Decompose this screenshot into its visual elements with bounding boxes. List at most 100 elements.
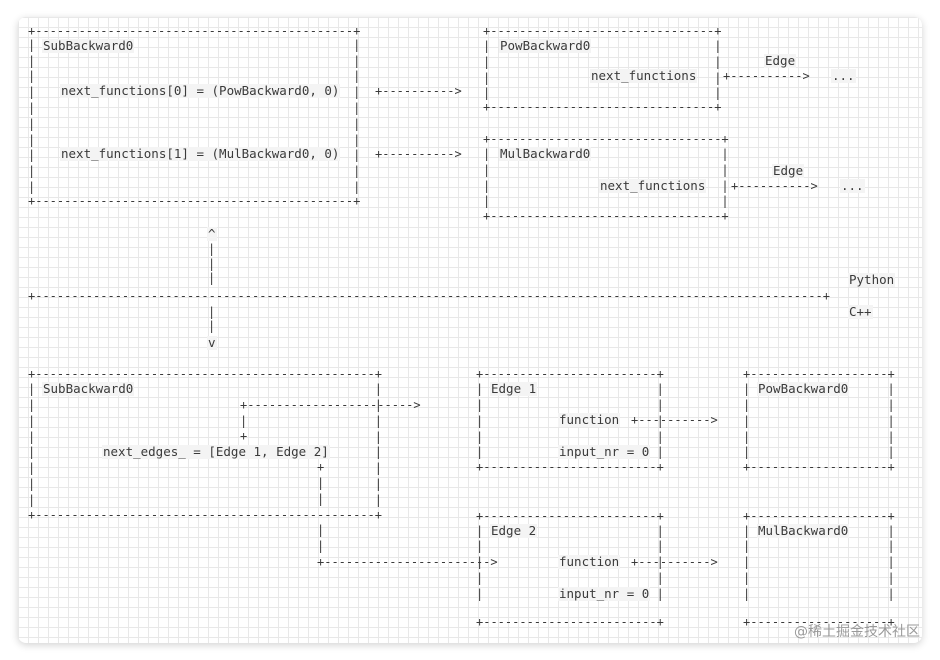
edge1-function-arrow: +----------> — [631, 413, 718, 427]
edge2-border-side: | | — [476, 539, 664, 553]
bottom-pow-border-bottom: +-------------------+ — [743, 460, 895, 474]
edge1-border-side: | | — [476, 445, 664, 459]
bottom-sub-border-side: | | — [28, 445, 383, 459]
edge2-connector: + — [317, 460, 325, 474]
top-mul-border-side: | | — [483, 179, 729, 193]
bottom-sub-border-top: +---------------------------------------… — [28, 367, 383, 381]
top-sub-border-top: +---------------------------------------… — [28, 24, 361, 38]
edge2-connector: | — [317, 476, 325, 490]
top-sub-next-function-0: next_functions[0] = (PowBackward0, 0) — [60, 83, 341, 98]
edge1-title: Edge 1 — [490, 381, 538, 396]
edge1-border-side: | | — [476, 430, 664, 444]
bottom-sub-border-side: | | — [28, 430, 383, 444]
edge1-border-side: | | — [476, 414, 664, 428]
top-pow-ellipsis: ... — [831, 68, 856, 83]
bottom-mul-title: MulBackward0 — [757, 523, 850, 538]
top-pow-border-side: | | — [483, 86, 722, 100]
top-pow-border-side: | | — [483, 55, 722, 69]
bottom-mul-border-side: | | — [743, 571, 895, 585]
edge2-border-side: | | — [476, 555, 664, 569]
edge2-connector: | — [317, 523, 325, 537]
bottom-sub-title: SubBackward0 — [42, 381, 135, 396]
edge2-title: Edge 2 — [490, 523, 538, 538]
top-sub-border-side: | | — [28, 148, 361, 162]
bottom-pow-title: PowBackward0 — [757, 381, 850, 396]
top-pow-border-side: | | — [483, 39, 722, 53]
edge1-connector: + — [240, 429, 248, 443]
bottom-sub-border-side: | | — [28, 414, 383, 428]
top-sub-border-bottom: +---------------------------------------… — [28, 194, 361, 208]
top-mul-edge-arrow: +----------> — [731, 179, 818, 193]
up-arrow: ^ — [207, 226, 217, 241]
top-sub-border-side: | | — [28, 54, 361, 68]
down-connector: | — [208, 319, 216, 333]
edge2-border-side: | | — [476, 571, 664, 585]
arrow-to-pow: +----------> — [375, 84, 462, 98]
edge1-input-nr: input_nr = 0 — [558, 444, 651, 459]
bottom-sub-border-bottom: +---------------------------------------… — [28, 508, 383, 522]
top-mul-title: MulBackward0 — [499, 146, 592, 161]
edge2-border-side: | | — [476, 587, 664, 601]
bottom-pow-border-side: | | — [743, 382, 895, 396]
cpp-label: C++ — [848, 304, 873, 319]
down-arrow: v — [207, 335, 217, 350]
up-connector: | — [208, 257, 216, 271]
top-mul-border-top: +--------------------------------+ — [483, 132, 729, 146]
top-sub-border-side: | | — [28, 38, 361, 52]
top-mul-border-side: | | — [483, 147, 729, 161]
top-sub-title: SubBackward0 — [42, 38, 135, 53]
edge1-border-top: +------------------------+ — [476, 367, 664, 381]
down-connector: | — [208, 305, 216, 319]
top-sub-next-function-1: next_functions[1] = (MulBackward0, 0) — [60, 146, 341, 161]
top-mul-border-side: | | — [483, 163, 729, 177]
bottom-sub-border-side: | | — [28, 398, 383, 412]
bottom-mul-border-top: +-------------------+ — [743, 509, 895, 523]
ascii-diagram: +---------------------------------------… — [18, 17, 922, 643]
bottom-sub-next-edges: next_edges_ = [Edge 1, Edge 2] — [102, 444, 330, 459]
up-connector: | — [208, 271, 216, 285]
edge2-connector: | — [317, 539, 325, 553]
edge1-connector: | — [240, 414, 248, 428]
bottom-mul-border-bottom: +-------------------+ — [743, 615, 895, 629]
bottom-mul-border-side: | | — [743, 524, 895, 538]
top-mul-next-functions: next_functions — [599, 178, 707, 193]
bottom-mul-border-side: | | — [743, 587, 895, 601]
edge1-connector: +-----------------------> — [240, 398, 421, 412]
bottom-sub-border-side: | | — [28, 493, 383, 507]
edge2-function-arrow: +----------> — [631, 555, 718, 569]
edge1-border-side: | | — [476, 382, 664, 396]
top-pow-border-top: +-------------------------------+ — [483, 24, 722, 38]
python-label: Python — [848, 272, 896, 287]
bottom-mul-border-side: | | — [743, 539, 895, 553]
bottom-pow-border-top: +-------------------+ — [743, 367, 895, 381]
bottom-pow-border-side: | | — [743, 414, 895, 428]
top-sub-border-side: | | — [28, 164, 361, 178]
top-sub-border-side: | | — [28, 117, 361, 131]
bottom-sub-border-side: | | — [28, 461, 383, 475]
edge2-connector: | — [317, 492, 325, 506]
edge2-connector: +-----------------------> — [317, 555, 498, 569]
watermark: @稀土掘金技术社区 — [794, 624, 920, 640]
edge2-function: function — [558, 554, 621, 569]
top-pow-edge-label: Edge — [764, 53, 797, 68]
edge1-border-bottom: +------------------------+ — [476, 460, 664, 474]
bottom-pow-border-side: | | — [743, 445, 895, 459]
top-sub-border-side: | | — [28, 101, 361, 115]
top-sub-border-side: | | — [28, 180, 361, 194]
up-connector: | — [208, 242, 216, 256]
bottom-sub-border-side: | | — [28, 477, 383, 491]
divider-line: +---------------------------------------… — [28, 289, 830, 303]
edge1-function: function — [558, 412, 621, 427]
top-mul-border-side: | | — [483, 194, 729, 208]
edge2-input-nr: input_nr = 0 — [558, 586, 651, 601]
bottom-pow-border-side: | | — [743, 398, 895, 412]
top-mul-ellipsis: ... — [840, 178, 865, 193]
top-sub-border-side: | | — [28, 69, 361, 83]
top-pow-border-bottom: +-------------------------------+ — [483, 100, 722, 114]
bottom-mul-border-side: | | — [743, 555, 895, 569]
top-pow-edge-arrow: +----------> — [723, 69, 810, 83]
edge2-border-side: | | — [476, 524, 664, 538]
top-sub-border-side: | | — [28, 85, 361, 99]
top-pow-title: PowBackward0 — [499, 38, 592, 53]
bottom-sub-border-side: | | — [28, 382, 383, 396]
